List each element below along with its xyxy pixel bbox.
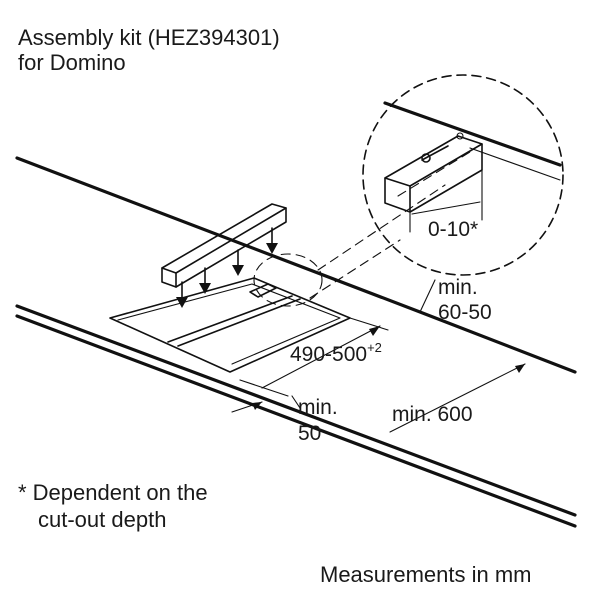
rear-min-label: min. [438, 276, 478, 299]
worktop-front-edge [15, 304, 577, 528]
units-note: Measurements in mm [320, 562, 532, 587]
cutout-width-value: 490-500 [290, 343, 367, 366]
rear-min-value: 60-50 [438, 301, 492, 324]
footnote-line-1: * Dependent on the [18, 480, 208, 505]
detail-gap-label: 0-10* [428, 218, 478, 241]
front-min-label: min. [298, 396, 338, 419]
assembly-crossbar [161, 203, 287, 288]
detail-magnified-circle [362, 74, 564, 276]
dim-line-cutout-width [239, 317, 389, 397]
detail-marker-circle [253, 253, 323, 307]
worktop-back-edge [15, 156, 577, 374]
detail-leader-lines [309, 184, 446, 299]
title-line-2: for Domino [18, 50, 126, 75]
title-line-1: Assembly kit (HEZ394301) [18, 25, 280, 50]
cutout-width-label: 490-500+2 [290, 340, 382, 366]
footnote-line-2: cut-out depth [38, 507, 166, 532]
dim-line-rear [419, 279, 436, 313]
support-bars [167, 283, 301, 347]
dim-line-depth [389, 363, 526, 433]
dim-line-front [231, 395, 301, 413]
down-arrows [176, 227, 278, 308]
cutout-width-tolerance: +2 [367, 340, 382, 355]
depth-min-label: min. 600 [392, 403, 473, 426]
front-min-value: 50 [298, 422, 321, 445]
